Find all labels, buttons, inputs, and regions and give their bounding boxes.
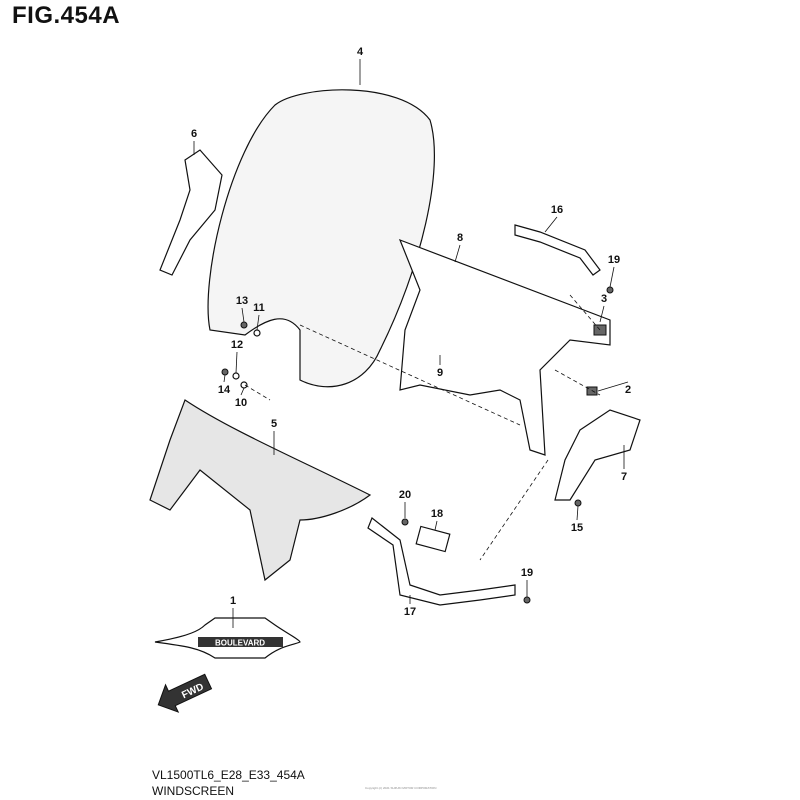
callout-15[interactable]: 15	[571, 522, 583, 534]
callout-18[interactable]: 18	[431, 508, 443, 520]
callout-11[interactable]: 11	[253, 302, 265, 314]
callout-7[interactable]: 7	[621, 471, 627, 483]
bolt-part-13[interactable]	[240, 321, 248, 329]
leader-line	[434, 520, 438, 531]
leader-line	[599, 305, 605, 323]
washer-part-10[interactable]	[240, 381, 248, 389]
callout-13[interactable]: 13	[236, 295, 248, 307]
callout-3[interactable]: 3	[601, 293, 607, 305]
emblem-text: BOULEVARD	[215, 639, 265, 648]
callout-8[interactable]: 8	[457, 232, 463, 244]
windscreen-part-4[interactable]	[207, 89, 435, 388]
section-name: WINDSCREEN	[152, 784, 235, 798]
leader-line	[576, 505, 579, 521]
bracket-part-6[interactable]	[159, 149, 223, 276]
alignment-lines	[244, 294, 601, 561]
callout-2[interactable]: 2	[625, 384, 631, 396]
visor-part-5[interactable]	[149, 399, 372, 582]
callout-20[interactable]: 20	[399, 489, 411, 501]
leader-line	[544, 216, 558, 233]
callout-16[interactable]: 16	[551, 204, 563, 216]
bolt-part-15[interactable]	[574, 499, 582, 507]
figure-title: FIG.454A	[12, 2, 121, 29]
bracket-part-18[interactable]	[415, 525, 451, 553]
leader-line	[235, 351, 238, 374]
bolt-part-19a[interactable]	[606, 286, 614, 294]
callout-17[interactable]: 17	[404, 606, 416, 618]
leader-line	[223, 374, 226, 383]
washer-part-12[interactable]	[232, 372, 240, 380]
callout-19[interactable]: 19	[521, 567, 533, 579]
leader-line	[454, 244, 461, 263]
emblem-part-1[interactable]: BOULEVARD	[154, 617, 301, 659]
bracket-part-8[interactable]	[398, 238, 611, 456]
callout-19[interactable]: 19	[608, 254, 620, 266]
callout-4[interactable]: 4	[357, 46, 364, 58]
leader-line	[597, 381, 629, 392]
bracket-part-7[interactable]	[554, 409, 641, 501]
callout-1[interactable]: 1	[230, 595, 236, 607]
stay-part-17[interactable]	[367, 517, 516, 606]
leader-line	[256, 314, 260, 331]
bolt-part-14[interactable]	[221, 368, 229, 376]
callout-9[interactable]: 9	[437, 367, 443, 379]
callout-12[interactable]: 12	[231, 339, 243, 351]
bolt-part-20[interactable]	[401, 518, 409, 526]
callout-10[interactable]: 10	[235, 397, 247, 409]
copyright: Copyright (c) 2021 SUZUKI MOTOR CORPORAT…	[365, 786, 437, 790]
leader-line	[240, 387, 245, 396]
leader-line	[609, 266, 615, 288]
callout-6[interactable]: 6	[191, 128, 197, 140]
callout-group: 4 6 16 8 19 3 13 11 12 9 14 10 2 5 7 20 18 15 19 17 1	[191, 46, 631, 628]
washer-part-11[interactable]	[253, 329, 261, 337]
bolt-part-19b[interactable]	[523, 596, 531, 604]
fwd-arrow-icon: FWD	[157, 673, 213, 713]
stay-part-16[interactable]	[514, 224, 601, 276]
cushion-part-3[interactable]	[593, 324, 607, 336]
callout-5[interactable]: 5	[271, 418, 277, 430]
callout-14[interactable]: 14	[218, 384, 231, 396]
model-code: VL1500TL6_E28_E33_454A	[152, 768, 305, 782]
leader-line	[241, 307, 245, 323]
